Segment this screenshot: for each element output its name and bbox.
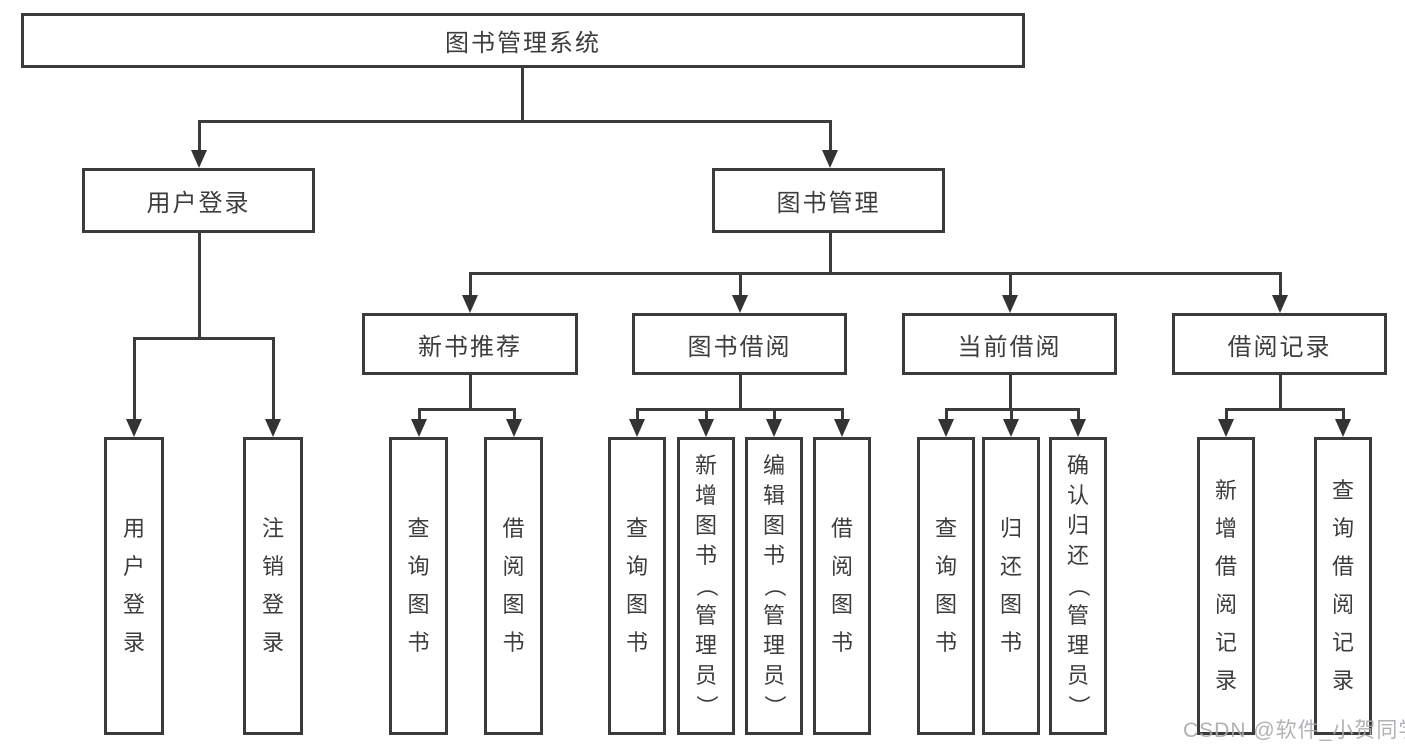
leaf-cb-confirm-return-admin: 确认归还（管理员） (1049, 437, 1107, 735)
connector-nbr-branch (418, 408, 516, 411)
connector-drop-leaf-logout (272, 337, 275, 419)
connector-drop-cb-confirm (1077, 408, 1080, 419)
connector-book-mgmt-trunk (829, 233, 832, 272)
leaf-user-login: 用户登录 (104, 437, 164, 735)
arrowhead-book-borrow (732, 295, 748, 313)
leaf-bb-add-books-admin: 新增图书（管理员） (677, 437, 735, 735)
leaf-br-query-borrow-record: 查询借阅记录 (1314, 437, 1372, 735)
arrowhead-current-borrow (1002, 295, 1018, 313)
connector-nbr-trunk (469, 375, 472, 408)
leaf-br-add-borrow-record: 新增借阅记录 (1197, 437, 1255, 735)
arrowhead-borrow-records (1272, 295, 1288, 313)
arrowhead-bb-add (698, 419, 714, 437)
connector-drop-cb-return (1010, 408, 1013, 419)
arrowhead-leaf-user-login (126, 419, 142, 437)
arrowhead-cb-query (938, 419, 954, 437)
connector-drop-nbr-borrow (513, 408, 516, 419)
arrowhead-cb-confirm (1070, 419, 1086, 437)
connector-drop-book-borrow (739, 272, 742, 295)
connector-drop-bb-query (636, 408, 639, 419)
leaf-cb-query-books: 查询图书 (917, 437, 975, 735)
leaf-cb-return-books: 归还图书 (982, 437, 1040, 735)
connector-bb-trunk (739, 375, 742, 408)
connector-bb-branch (636, 408, 844, 411)
leaf-bb-borrow-books: 借阅图书 (813, 437, 871, 735)
connector-drop-br-add (1225, 408, 1228, 419)
connector-drop-borrow-records (1279, 272, 1282, 295)
connector-drop-cb-query (945, 408, 948, 419)
connector-root-branch (198, 120, 832, 123)
connector-drop-leaf-user-login (133, 337, 136, 419)
connector-br-branch (1225, 408, 1345, 411)
leaf-nbr-borrow-books: 借阅图书 (484, 437, 543, 735)
leaf-bb-query-books: 查询图书 (608, 437, 666, 735)
arrowhead-user-login (191, 150, 207, 168)
node-new-book-recommend: 新书推荐 (362, 313, 578, 375)
node-current-borrow: 当前借阅 (902, 313, 1117, 375)
connector-drop-new-book-recommend (469, 272, 472, 295)
connector-root-trunk (521, 68, 524, 120)
csdn-watermark: CSDN @软件_小贺同学 (1183, 719, 1405, 742)
arrowhead-nbr-query (411, 419, 427, 437)
arrowhead-leaf-logout (265, 419, 281, 437)
connector-drop-bb-edit (773, 408, 776, 419)
node-book-management: 图书管理 (712, 168, 945, 233)
connector-drop-br-query (1342, 408, 1345, 419)
arrowhead-book-mgmt (822, 150, 838, 168)
node-root-library-system: 图书管理系统 (21, 13, 1025, 68)
connector-user-login-trunk (198, 233, 201, 337)
node-user-login: 用户登录 (82, 168, 315, 233)
arrowhead-nbr-borrow (506, 419, 522, 437)
connector-user-login-branch (133, 337, 274, 340)
connector-book-mgmt-branch (469, 272, 1282, 275)
node-borrow-records: 借阅记录 (1172, 313, 1387, 375)
arrowhead-new-book-recommend (462, 295, 478, 313)
arrowhead-bb-query (629, 419, 645, 437)
connector-drop-bb-borrow (841, 408, 844, 419)
connector-drop-current-borrow (1009, 272, 1012, 295)
connector-drop-book-mgmt (829, 120, 832, 152)
connector-drop-bb-add (705, 408, 708, 419)
leaf-bb-edit-books-admin: 编辑图书（管理员） (745, 437, 803, 735)
arrowhead-br-query (1335, 419, 1351, 437)
leaf-logout-login: 注销登录 (243, 437, 303, 735)
node-book-borrow: 图书借阅 (632, 313, 847, 375)
connector-drop-user-login (198, 120, 201, 152)
arrowhead-bb-edit (766, 419, 782, 437)
connector-cb-trunk (1009, 375, 1012, 408)
leaf-nbr-query-books: 查询图书 (389, 437, 448, 735)
connector-drop-nbr-query (418, 408, 421, 419)
arrowhead-cb-return (1003, 419, 1019, 437)
connector-br-trunk (1279, 375, 1282, 408)
arrowhead-br-add (1218, 419, 1234, 437)
arrowhead-bb-borrow (834, 419, 850, 437)
